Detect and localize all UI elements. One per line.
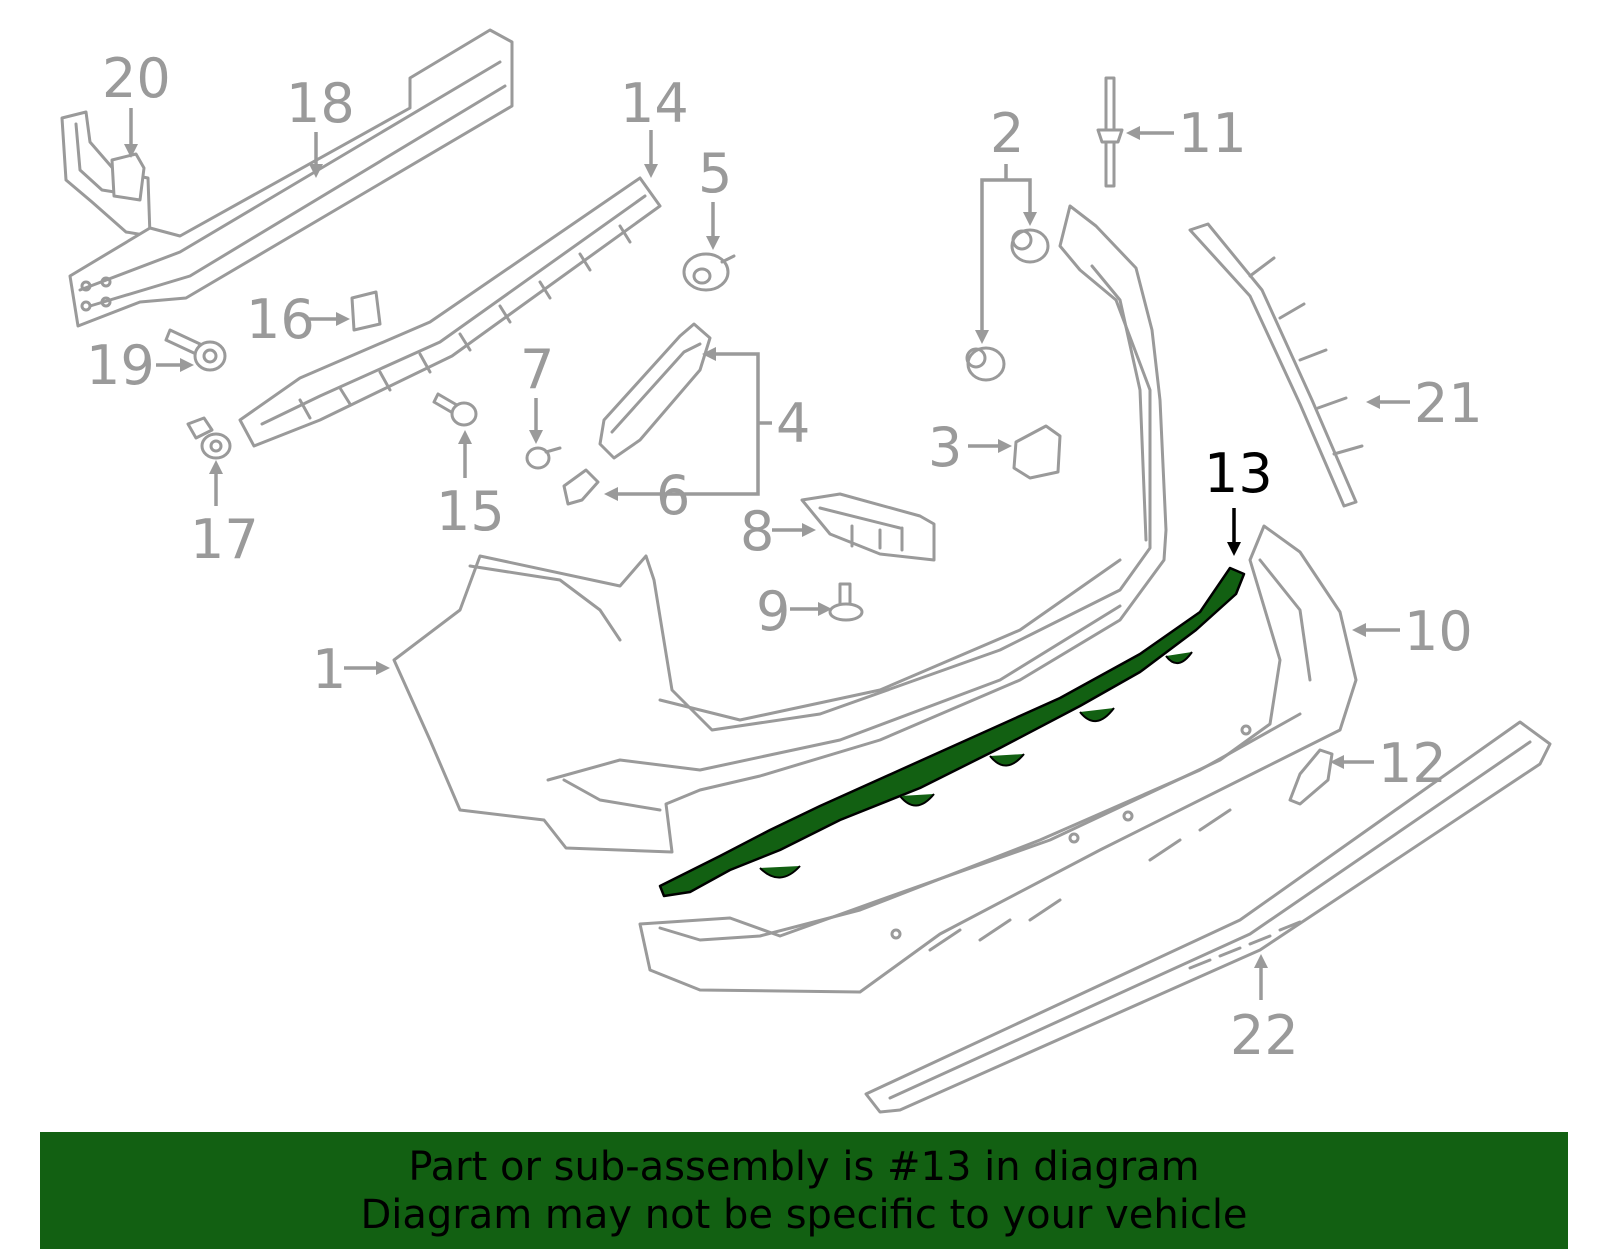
part-19-bolt <box>164 328 227 372</box>
banner-line-1: Part or sub-assembly is #13 in diagram <box>408 1144 1200 1190</box>
part-12-reflector <box>1288 748 1334 806</box>
part-4-bracket <box>598 322 712 460</box>
part-18-beam <box>68 28 514 328</box>
part-5-pin <box>682 252 736 292</box>
callout-18: 18 <box>286 72 355 135</box>
callout-10: 10 <box>1404 600 1473 663</box>
callout-labels: 20 18 14 5 16 19 17 15 7 6 4 2 11 3 8 9 … <box>86 47 1483 1067</box>
part-7-screw <box>525 446 562 470</box>
callout-2: 2 <box>990 102 1024 165</box>
part-14-absorber <box>238 176 662 448</box>
callout-7: 7 <box>520 338 554 401</box>
part-16-clip <box>350 290 382 332</box>
part-21-strip <box>1188 222 1364 508</box>
part-3-clip <box>1012 424 1062 480</box>
callout-20: 20 <box>102 47 171 110</box>
callout-4: 4 <box>776 392 810 455</box>
part-8-bracket <box>800 492 936 562</box>
part-20-bracket <box>60 110 152 238</box>
callout-arrows <box>124 108 1410 1000</box>
callout-12: 12 <box>1378 732 1447 795</box>
part-13-deflector-highlighted <box>658 566 1246 898</box>
part-15-bolt <box>432 392 478 427</box>
callout-1: 1 <box>312 638 346 701</box>
callout-11: 11 <box>1178 102 1247 165</box>
callout-19: 19 <box>86 334 155 397</box>
part-10-valance <box>638 524 1358 994</box>
callout-8: 8 <box>740 500 774 563</box>
part-2-pins <box>965 228 1050 382</box>
callout-14: 14 <box>620 72 689 135</box>
callout-16: 16 <box>246 288 315 351</box>
part-22-trim <box>864 720 1552 1114</box>
part-11-rivet <box>1096 76 1124 188</box>
info-banner: Part or sub-assembly is #13 in diagram D… <box>40 1132 1568 1249</box>
callout-5: 5 <box>698 142 732 205</box>
part-17-nut <box>186 416 232 460</box>
callout-17: 17 <box>190 508 259 571</box>
callout-9: 9 <box>756 580 790 643</box>
part-9-bolt <box>828 582 864 622</box>
callout-22: 22 <box>1230 1004 1299 1067</box>
callout-13-highlighted: 13 <box>1204 442 1273 505</box>
callout-21: 21 <box>1414 372 1483 435</box>
callout-15: 15 <box>436 480 505 543</box>
callout-6: 6 <box>656 464 690 527</box>
banner-line-2: Diagram may not be specific to your vehi… <box>360 1192 1248 1238</box>
part-1-bumper-cover <box>392 204 1168 854</box>
part-6-clip <box>562 468 600 506</box>
callout-3: 3 <box>928 416 962 479</box>
